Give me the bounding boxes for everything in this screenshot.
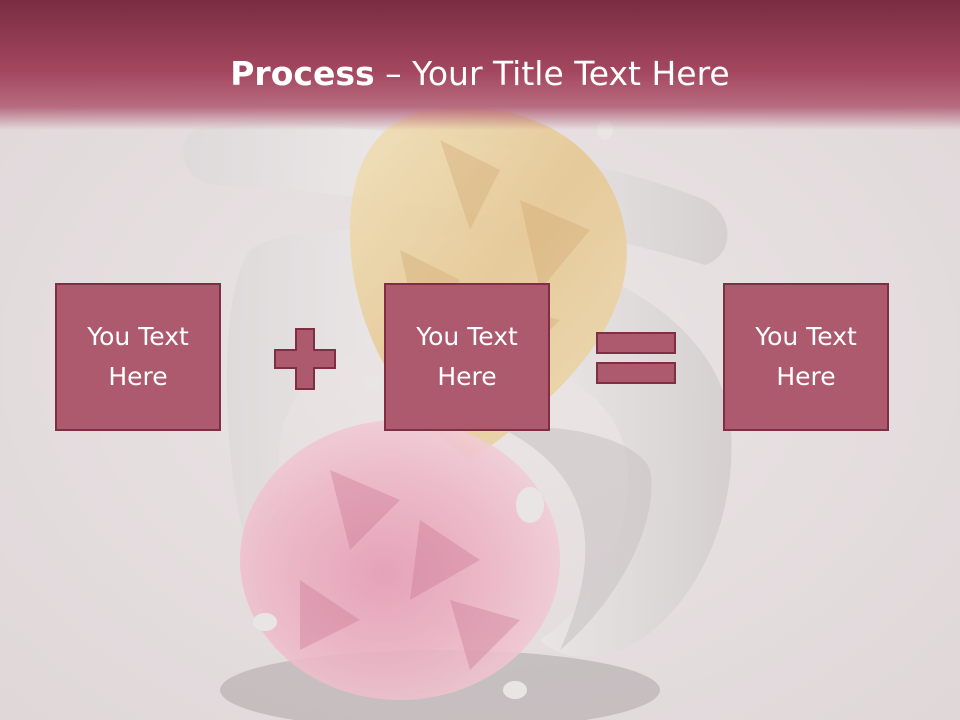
title-banner bbox=[0, 0, 960, 130]
title-bold-part: Process bbox=[230, 54, 375, 93]
process-box-1[interactable]: You Text Here bbox=[55, 283, 221, 431]
plus-icon bbox=[274, 328, 336, 390]
process-box-3[interactable]: You Text Here bbox=[723, 283, 889, 431]
process-box-3-text: You Text Here bbox=[755, 322, 857, 391]
process-box-1-text: You Text Here bbox=[87, 322, 189, 391]
title-rest-part: – Your Title Text Here bbox=[374, 54, 730, 93]
equals-icon bbox=[596, 332, 676, 384]
process-box-2-text: You Text Here bbox=[416, 322, 518, 391]
process-box-2[interactable]: You Text Here bbox=[384, 283, 550, 431]
slide-title[interactable]: Process – Your Title Text Here bbox=[0, 52, 960, 96]
